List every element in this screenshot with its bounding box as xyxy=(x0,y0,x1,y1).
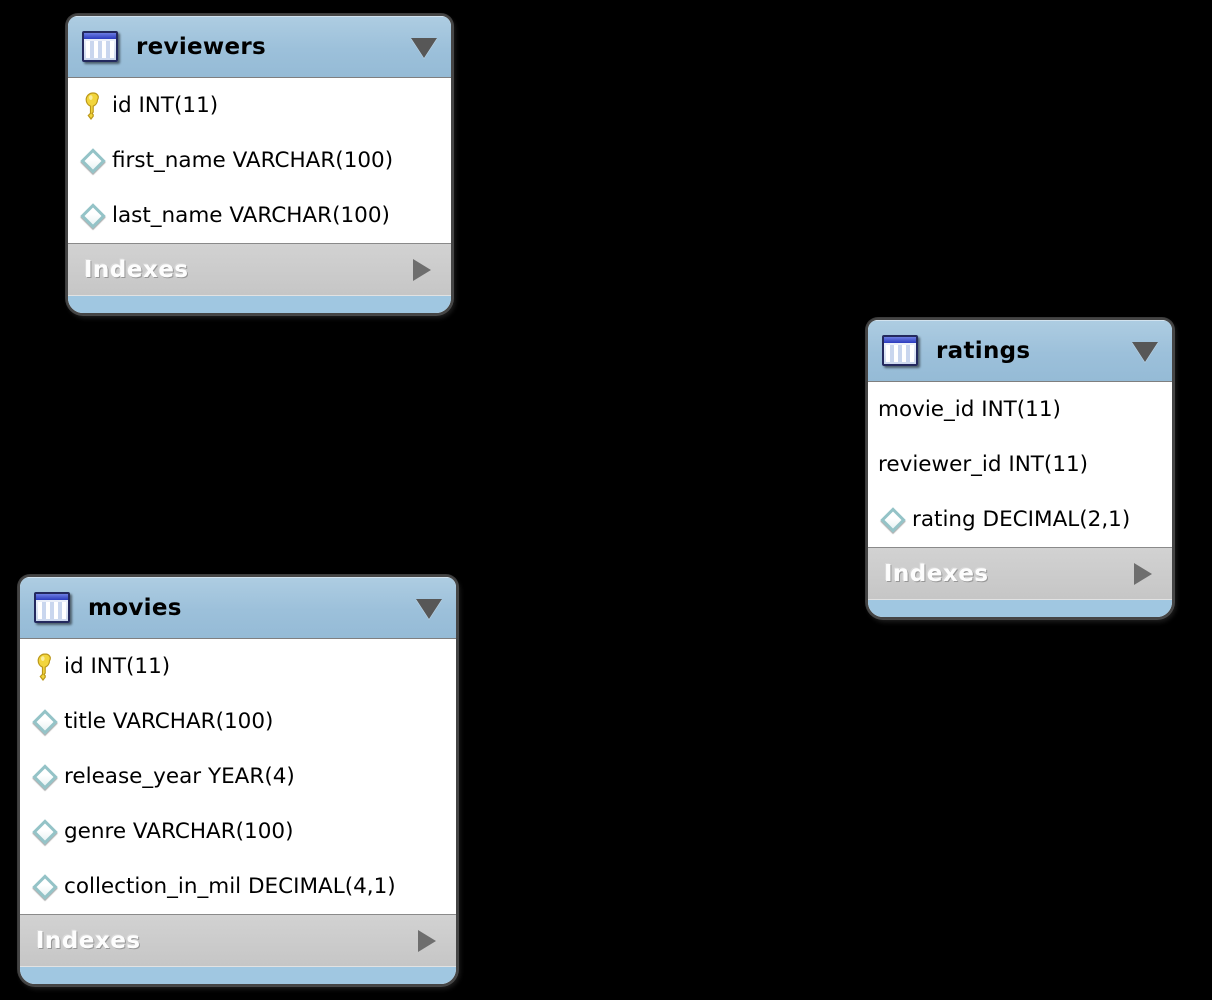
table-title: reviewers xyxy=(136,33,266,60)
collapse-triangle-icon[interactable] xyxy=(416,598,442,619)
table-title: ratings xyxy=(936,337,1031,364)
indexes-label: Indexes xyxy=(84,256,189,283)
table-panel-movies[interactable]: movies id INT(11) title VARCHAR(100) rel xyxy=(18,575,458,986)
column-row-rating[interactable]: rating DECIMAL(2,1) xyxy=(868,492,1172,547)
column-row-last-name[interactable]: last_name VARCHAR(100) xyxy=(68,188,451,243)
table-title: movies xyxy=(88,594,182,621)
expand-arrow-icon[interactable] xyxy=(413,258,431,281)
table-columns-movies: id INT(11) title VARCHAR(100) release_ye… xyxy=(20,639,456,914)
column-label: last_name VARCHAR(100) xyxy=(112,203,390,228)
expand-arrow-icon[interactable] xyxy=(418,929,436,952)
expand-arrow-icon[interactable] xyxy=(1134,562,1152,585)
column-diamond-icon xyxy=(32,708,58,736)
table-panel-reviewers[interactable]: reviewers id INT(11) first_name VARCHAR(… xyxy=(66,14,453,315)
indexes-bar-reviewers[interactable]: Indexes xyxy=(68,243,451,295)
column-row-release-year[interactable]: release_year YEAR(4) xyxy=(20,749,456,804)
panel-bottom-strip xyxy=(868,599,1172,617)
column-diamond-icon xyxy=(880,506,906,534)
column-row-first-name[interactable]: first_name VARCHAR(100) xyxy=(68,133,451,188)
column-diamond-icon xyxy=(80,202,106,230)
table-grid-icon xyxy=(882,335,918,366)
column-label: movie_id INT(11) xyxy=(878,397,1061,422)
table-grid-icon xyxy=(34,592,70,623)
table-panel-ratings[interactable]: ratings movie_id INT(11) reviewer_id INT… xyxy=(866,318,1174,619)
table-header-reviewers[interactable]: reviewers xyxy=(68,16,451,78)
panel-bottom-strip xyxy=(68,295,451,313)
indexes-label: Indexes xyxy=(884,560,989,587)
column-label: rating DECIMAL(2,1) xyxy=(912,507,1131,532)
column-label: id INT(11) xyxy=(112,93,219,118)
collapse-triangle-icon[interactable] xyxy=(411,37,437,58)
table-grid-icon xyxy=(82,31,118,62)
column-label: first_name VARCHAR(100) xyxy=(112,148,394,173)
column-row-title[interactable]: title VARCHAR(100) xyxy=(20,694,456,749)
column-label: reviewer_id INT(11) xyxy=(878,452,1089,477)
column-row-id[interactable]: id INT(11) xyxy=(68,78,451,133)
primary-key-icon xyxy=(32,652,58,681)
table-header-movies[interactable]: movies xyxy=(20,577,456,639)
primary-key-icon xyxy=(80,91,106,120)
column-diamond-icon xyxy=(80,147,106,175)
table-columns-reviewers: id INT(11) first_name VARCHAR(100) last_… xyxy=(68,78,451,243)
panel-bottom-strip xyxy=(20,966,456,984)
indexes-bar-movies[interactable]: Indexes xyxy=(20,914,456,966)
column-row-genre[interactable]: genre VARCHAR(100) xyxy=(20,804,456,859)
column-label: title VARCHAR(100) xyxy=(64,709,274,734)
column-row-movie-id[interactable]: movie_id INT(11) xyxy=(868,382,1172,437)
table-header-ratings[interactable]: ratings xyxy=(868,320,1172,382)
column-row-collection-in-mil[interactable]: collection_in_mil DECIMAL(4,1) xyxy=(20,859,456,914)
column-row-id[interactable]: id INT(11) xyxy=(20,639,456,694)
column-diamond-icon xyxy=(32,873,58,901)
column-label: release_year YEAR(4) xyxy=(64,764,295,789)
column-label: id INT(11) xyxy=(64,654,171,679)
column-row-reviewer-id[interactable]: reviewer_id INT(11) xyxy=(868,437,1172,492)
column-label: collection_in_mil DECIMAL(4,1) xyxy=(64,874,396,899)
column-label: genre VARCHAR(100) xyxy=(64,819,294,844)
column-diamond-icon xyxy=(32,763,58,791)
collapse-triangle-icon[interactable] xyxy=(1132,341,1158,362)
indexes-label: Indexes xyxy=(36,927,141,954)
table-columns-ratings: movie_id INT(11) reviewer_id INT(11) rat… xyxy=(868,382,1172,547)
indexes-bar-ratings[interactable]: Indexes xyxy=(868,547,1172,599)
column-diamond-icon xyxy=(32,818,58,846)
